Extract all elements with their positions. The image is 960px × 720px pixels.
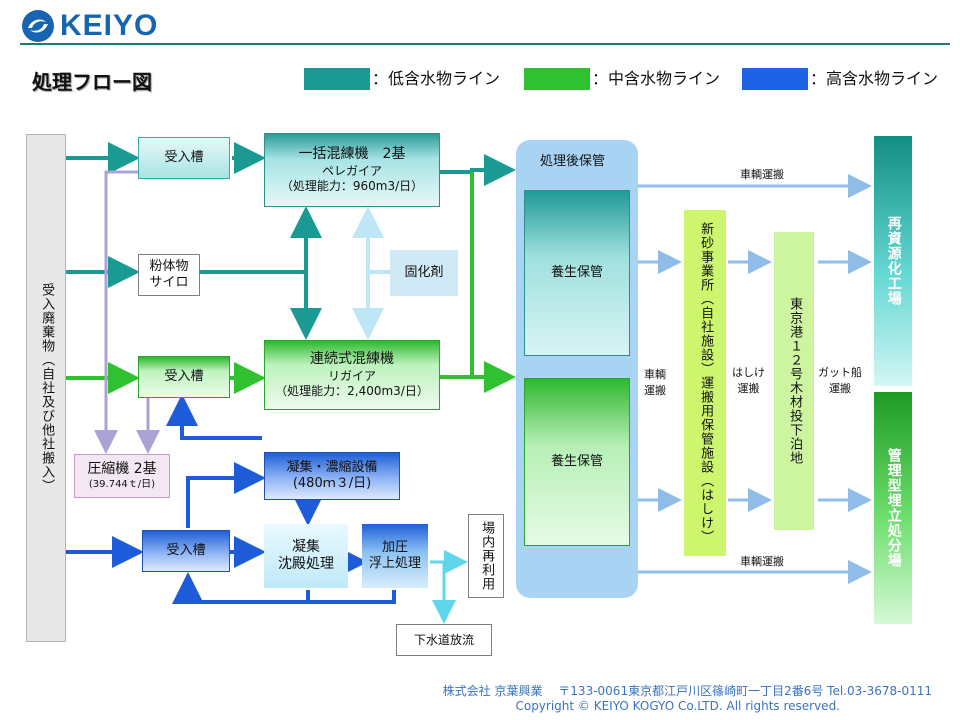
landfill-box: 管理型埋立処分場 — [874, 392, 912, 624]
continuous-mixer-capacity: （処理能力：2,400m3/日） — [275, 383, 429, 398]
batch-mixer-box: 一括混練機 2基 ペレガイア （処理能力：960m3/日） — [264, 133, 440, 207]
legend-label-mid: ：中含水物ライン — [592, 69, 721, 88]
powder-silo-line1: 粉体物 — [149, 258, 189, 274]
flotation-box: 加圧 浮上処理 — [362, 524, 428, 588]
new-sand-office-label: 新砂事業所（自社施設）運搬用保管施設（はしけ） — [698, 222, 714, 544]
onsite-reuse-label: 場内再利用 — [479, 521, 495, 591]
line-low-moisture — [66, 142, 516, 340]
continuous-mixer-model: リガイア — [327, 368, 376, 383]
keiyo-logo-icon — [22, 10, 54, 42]
edge-label-barge: はしけ 運搬 — [732, 366, 765, 395]
continuous-mixer-title: 連続式混練機 — [310, 351, 394, 368]
line-solidifier — [352, 206, 390, 340]
tokyo-port-box: 東京港１２号木材投下泊地 — [774, 232, 814, 530]
compressor-box: 圧縮機 2基 (39.744ｔ/日) — [74, 454, 170, 498]
edge-label-truck-bottom: 車輌運搬 — [740, 555, 784, 568]
thickener-title: 凝集・濃縮設備 — [286, 459, 378, 475]
company-logo: KEIYO — [20, 6, 158, 46]
sewer-discharge-label: 下水道放流 — [413, 632, 474, 647]
post-treatment-storage-title: 処理後保管 — [540, 154, 606, 169]
legend-swatch-high — [742, 68, 808, 90]
legend-swatch-low — [304, 68, 370, 90]
powder-silo-box: 粉体物 サイロ — [138, 254, 200, 296]
legend-label-low: ：低含水物ライン — [372, 69, 501, 88]
flotation-line2: 浮上処理 — [368, 556, 421, 571]
line-high-moisture — [66, 394, 396, 604]
line-discharge — [430, 550, 468, 624]
footer-copyright: Copyright © KEIYO KOGYO Co.LTD. All righ… — [515, 699, 840, 713]
intake-waste-column: 受入廃棄物（自社及び他社搬入） — [26, 134, 66, 642]
line-compressor — [94, 170, 160, 454]
legend-label-high: ：高含水物ライン — [810, 69, 939, 88]
header-divider — [20, 43, 950, 45]
edge-label-truck-top: 車輌運搬 — [740, 168, 784, 181]
footer-address: 株式会社 京葉興業 〒133-0061東京都江戸川区篠崎町一丁目2番6号 Tel… — [442, 684, 932, 698]
new-sand-office-box: 新砂事業所（自社施設）運搬用保管施設（はしけ） — [684, 210, 726, 556]
thickener-box: 凝集・濃縮設備 (480ｍ３/日) — [264, 452, 400, 500]
thickener-capacity: (480ｍ３/日) — [292, 476, 372, 491]
batch-mixer-title: 一括混練機 2基 — [298, 146, 406, 163]
recycling-plant-box: 再資源化工場 — [874, 136, 912, 386]
coagulation-line2: 沈殿処理 — [278, 556, 334, 572]
tokyo-port-label: 東京港１２号木材投下泊地 — [787, 297, 803, 465]
flotation-line1: 加圧 — [381, 539, 408, 555]
curing-storage-1: 養生保管 — [524, 190, 630, 356]
receiving-tank-2-label: 受入槽 — [164, 368, 204, 384]
edge-label-truck-mid: 車輌 運搬 — [644, 368, 666, 397]
compressor-capacity: (39.744ｔ/日) — [88, 478, 156, 490]
curing-storage-1-label: 養生保管 — [550, 264, 603, 280]
legend-swatch-mid — [524, 68, 590, 90]
landfill-label: 管理型埋立処分場 — [885, 448, 902, 568]
receiving-tank-1-label: 受入槽 — [164, 149, 204, 165]
intake-waste-label: 受入廃棄物（自社及び他社搬入） — [39, 283, 55, 493]
solidifier-box: 固化剤 — [390, 250, 458, 296]
recycling-plant-label: 再資源化工場 — [885, 216, 902, 306]
receiving-tank-3: 受入槽 — [142, 530, 230, 572]
sewer-discharge-box: 下水道放流 — [396, 624, 492, 656]
compressor-title: 圧縮機 2基 — [87, 461, 157, 477]
page-title: 処理フロー図 — [32, 70, 152, 94]
batch-mixer-capacity: （処理能力：960m3/日） — [280, 178, 424, 193]
line-mid-moisture — [66, 172, 516, 394]
coagulation-line1: 凝集 — [292, 538, 320, 555]
edge-label-gut-ship: ガット船 運搬 — [818, 366, 862, 395]
powder-silo-line2: サイロ — [149, 275, 189, 290]
logo-text: KEIYO — [60, 9, 159, 42]
line-transport — [638, 174, 872, 584]
onsite-reuse-box: 場内再利用 — [468, 514, 504, 598]
receiving-tank-1: 受入槽 — [138, 137, 230, 179]
curing-storage-2: 養生保管 — [524, 378, 630, 546]
curing-storage-2-label: 養生保管 — [550, 453, 603, 469]
receiving-tank-2: 受入槽 — [138, 356, 230, 398]
coagulation-box: 凝集 沈殿処理 — [264, 524, 348, 588]
batch-mixer-model: ペレガイア — [321, 163, 382, 178]
continuous-mixer-box: 連続式混練機 リガイア （処理能力：2,400m3/日） — [264, 340, 440, 410]
receiving-tank-3-label: 受入槽 — [166, 542, 206, 558]
solidifier-label: 固化剤 — [404, 264, 444, 280]
